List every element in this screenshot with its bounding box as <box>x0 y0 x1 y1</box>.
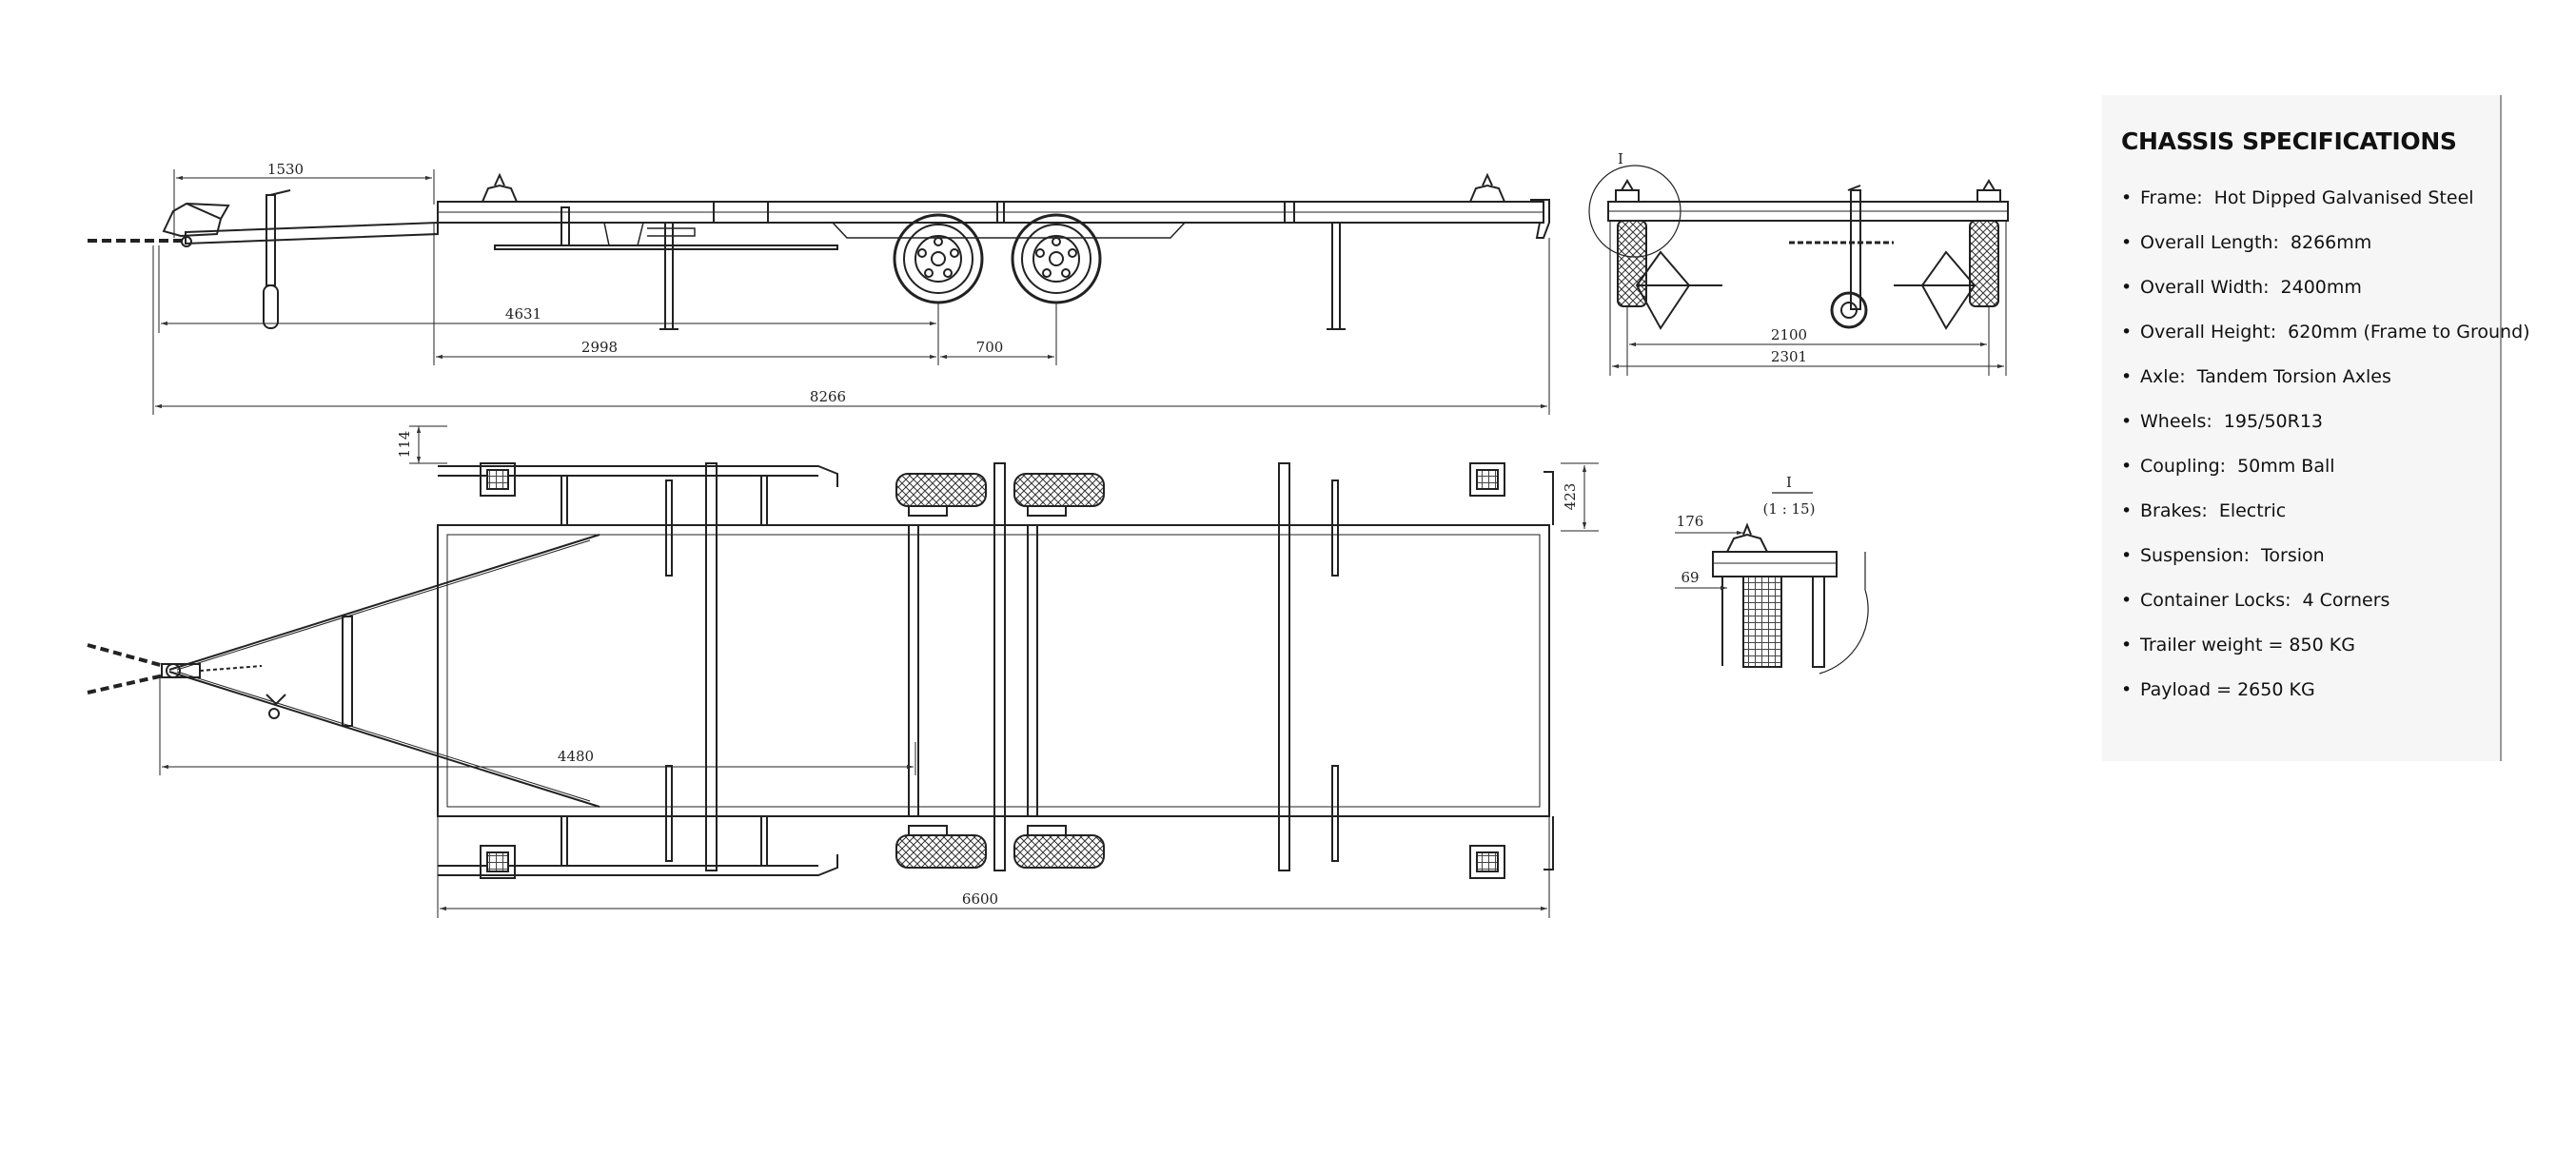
dim-side-axle-from-frame: 2998 <box>581 339 618 356</box>
spec-value: 195/50R13 <box>2223 411 2324 432</box>
outriggers-top <box>438 465 1339 577</box>
brace-left-end <box>1635 250 1691 330</box>
spec-title: CHASSIS SPECIFICATIONS <box>2121 127 2457 155</box>
dimensions-detail <box>1675 530 1743 591</box>
dimensions-end <box>1609 221 2007 376</box>
jockey-wheel-end <box>1830 185 1868 329</box>
support-legs-side <box>560 206 1346 330</box>
underbody-tray <box>494 244 838 250</box>
spec-item: • Trailer weight = 850 KG <box>2121 623 2500 668</box>
corner-post-left-end <box>1615 179 1647 307</box>
dimensions-plan <box>159 425 1599 918</box>
bullet-icon: • <box>2121 277 2133 298</box>
bullet-icon: • <box>2121 456 2133 477</box>
spec-item: • Suspension: Torsion <box>2121 534 2500 578</box>
dimensions-side <box>152 169 1550 415</box>
detail-label: I <box>1786 474 1792 491</box>
spec-item: • Coupling: 50mm Ball <box>2121 444 2500 489</box>
detail-view-i <box>1675 492 1869 675</box>
dim-plan-frame-length: 6600 <box>962 890 998 908</box>
wheel-front-side <box>893 213 984 304</box>
drawbar-side <box>185 221 439 245</box>
plan-view <box>87 425 1599 918</box>
corner-post-right-end <box>1969 179 2001 307</box>
dim-end-track: 2100 <box>1771 326 1807 343</box>
bullet-icon: • <box>2121 232 2133 253</box>
bullet-icon: • <box>2121 322 2133 342</box>
wheel-rear-side <box>1011 213 1102 304</box>
bullet-icon: • <box>2121 635 2133 655</box>
spec-value: 620mm (Frame to Ground) <box>2288 322 2530 342</box>
dim-plan-axle-from-coupling: 4480 <box>558 748 594 765</box>
detail-callout-marker: I <box>1618 150 1623 167</box>
spec-item: • Overall Length: 8266mm <box>2121 221 2500 265</box>
spec-item: • Frame: Hot Dipped Galvanised Steel <box>2121 176 2500 221</box>
spec-label: Frame: <box>2140 187 2203 208</box>
spec-value: 4 Corners <box>2302 590 2390 611</box>
spec-label: Coupling: <box>2140 456 2227 477</box>
cross-members-plan <box>705 462 1290 871</box>
dim-side-overall-length: 8266 <box>810 388 846 405</box>
spec-label: Overall Length: <box>2140 232 2279 253</box>
bullet-icon: • <box>2121 590 2133 611</box>
spec-value: Hot Dipped Galvanised Steel <box>2213 187 2474 208</box>
spec-value: 50mm Ball <box>2237 456 2335 477</box>
detail-callout-circle <box>1588 165 1681 258</box>
dim-detail-b: 69 <box>1681 569 1699 586</box>
a-frame-drawbar <box>161 534 600 808</box>
dim-side-axle-spacing: 700 <box>976 339 1004 356</box>
outriggers-bottom <box>438 765 1339 876</box>
bullet-icon: • <box>2121 187 2133 208</box>
dim-side-drawbar: 1530 <box>267 161 304 178</box>
container-lock-front-side <box>481 172 519 203</box>
spec-value: Payload = 2650 KG <box>2140 679 2315 700</box>
spec-item: • Container Locks: 4 Corners <box>2121 578 2500 623</box>
dim-end-overall-width: 2301 <box>1771 348 1807 365</box>
end-elevation-view <box>1588 165 2009 376</box>
safety-chains-plan <box>87 643 165 694</box>
spec-label: Container Locks: <box>2140 590 2291 611</box>
spec-label: Overall Width: <box>2140 277 2270 298</box>
spec-item: • Brakes: Electric <box>2121 489 2500 534</box>
spec-value: Torsion <box>2261 545 2325 566</box>
spec-label: Axle: <box>2140 366 2186 387</box>
dim-plan-offset: 114 <box>396 431 413 459</box>
jockey-wheel-side <box>263 189 291 329</box>
spec-value: Electric <box>2218 500 2287 521</box>
bullet-icon: • <box>2121 679 2133 700</box>
tyres-plan <box>895 473 1105 869</box>
spec-item: • Overall Height: 620mm (Frame to Ground) <box>2121 310 2530 355</box>
container-lock-rear-side <box>1468 172 1506 203</box>
spec-item: • Axle: Tandem Torsion Axles <box>2121 355 2500 400</box>
spec-value: 2400mm <box>2280 277 2362 298</box>
dim-detail-a: 176 <box>1677 513 1704 530</box>
spec-item: • Payload = 2650 KG <box>2121 668 2500 713</box>
container-locks-plan <box>480 462 1554 879</box>
spec-panel: CHASSIS SPECIFICATIONS • Frame: Hot Dipped… <box>2102 95 2530 761</box>
bullet-icon: • <box>2121 500 2133 521</box>
spec-label: Overall Height: <box>2140 322 2277 342</box>
side-elevation-view <box>88 169 1550 415</box>
rear-bracket-side <box>1530 199 1550 239</box>
spec-label: Brakes: <box>2140 500 2208 521</box>
brace-right-end <box>1920 250 1976 330</box>
spec-value: 8266mm <box>2290 232 2372 253</box>
spec-label: Wheels: <box>2140 411 2212 432</box>
bullet-icon: • <box>2121 411 2133 432</box>
bullet-icon: • <box>2121 545 2133 566</box>
cross-members-side <box>713 202 1295 223</box>
spec-label: Suspension: <box>2140 545 2251 566</box>
dim-side-axle-from-coupling: 4631 <box>505 305 541 323</box>
spec-item: • Wheels: 195/50R13 <box>2121 400 2500 444</box>
bullet-icon: • <box>2121 366 2133 387</box>
spec-item: • Overall Width: 2400mm <box>2121 265 2500 310</box>
detail-scale: (1 : 15) <box>1763 500 1816 518</box>
spec-list: • Frame: Hot Dipped Galvanised Steel • Overa… <box>2121 176 2530 713</box>
coupling-plan <box>166 663 286 719</box>
spec-value: Tandem Torsion Axles <box>2196 366 2391 387</box>
dim-plan-lock-offset: 423 <box>1562 483 1579 511</box>
spec-value: Trailer weight = 850 KG <box>2140 635 2355 655</box>
